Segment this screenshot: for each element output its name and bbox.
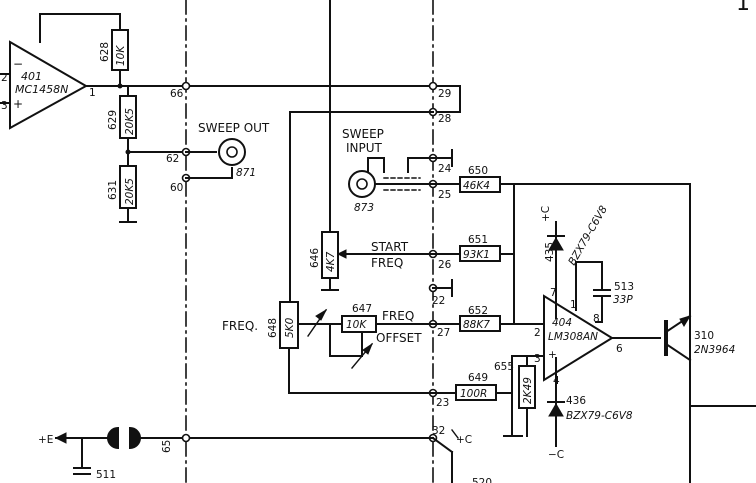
jack-873-ref: 873: [354, 202, 374, 214]
node-32-label: 32: [432, 425, 445, 437]
sweep-input-jack: [348, 170, 376, 198]
node-62-label: 62: [166, 153, 179, 165]
r651-value: 93K1: [463, 249, 490, 261]
node-29: [428, 81, 438, 91]
start-freq-label-1: START: [371, 240, 409, 254]
resistor-r651: 93K1 651: [459, 234, 501, 262]
r652-value: 88K7: [463, 319, 490, 331]
node-66-label: 66: [170, 88, 184, 100]
sweep-input-label-2: INPUT: [346, 141, 383, 155]
r650-ref: 650: [468, 165, 488, 177]
resistor-r655: 2K49 655: [494, 361, 536, 409]
zener-d435: [548, 237, 564, 251]
node-27-label: 27: [437, 327, 450, 339]
node-22-label: 22: [432, 295, 445, 307]
node-60-label: 60: [170, 182, 183, 194]
r631-value: 20K5: [124, 178, 136, 205]
resistor-r652: 88K7 652: [459, 305, 501, 332]
u401-pin2: 2: [1, 72, 8, 84]
sweep-out-jack: [218, 138, 246, 166]
u404-pin8: 8: [593, 313, 600, 325]
r652-ref: 652: [468, 305, 488, 317]
resistor-r647: 10K 647: [341, 303, 377, 333]
zener-d436: [548, 403, 564, 417]
node-66: [181, 81, 191, 91]
u401-pin1: 1: [89, 87, 96, 99]
c513-ref: 513: [614, 281, 634, 293]
d436-ref: 436: [566, 395, 586, 407]
u404-pin1: 1: [570, 299, 577, 311]
r646-ref: 646: [309, 248, 321, 268]
node-29-label: 29: [438, 88, 451, 100]
sweep-input-label-1: SWEEP: [342, 127, 384, 141]
bottom-cut-label: 520: [472, 477, 492, 483]
q310-ref: 310: [694, 330, 714, 342]
d435-ref: 435: [544, 242, 556, 262]
u404-ref: 404: [552, 317, 572, 329]
corner-mark: 1: [736, 0, 750, 16]
r628-ref: 628: [99, 42, 111, 62]
r647-ref: 647: [352, 303, 372, 315]
u401-ref: 401: [21, 70, 42, 83]
resistor-r648: 5K0 648: [267, 301, 299, 349]
r648-ref: 648: [267, 318, 279, 338]
node-24-label: 24: [438, 163, 452, 175]
u401-plus: +: [13, 97, 23, 111]
u404-plus: +: [548, 349, 557, 361]
r629-value: 20K5: [124, 108, 136, 135]
opamp-u404: 404 LM308AN + 2 3 4 6 7 1 8: [534, 287, 623, 387]
resistor-r631: 20K5 631: [107, 165, 137, 209]
freq-offset-label-1: FREQ: [382, 309, 414, 323]
u401-part: MC1458N: [15, 83, 68, 96]
r650-value: 46K4: [463, 180, 490, 192]
r631-ref: 631: [107, 180, 119, 200]
u401-pin3: 3: [1, 100, 8, 112]
d436-value: BZX79-C6V8: [566, 410, 633, 422]
r646-value: 4K7: [325, 251, 337, 272]
d435-value: BZX79-C6V8: [566, 204, 610, 268]
node-26-label: 26: [438, 259, 452, 271]
r629-ref: 629: [107, 110, 119, 130]
r655-value: 2K49: [522, 377, 534, 404]
node-23-label: 23: [436, 397, 449, 409]
node-65: [181, 433, 191, 443]
start-freq-label-2: FREQ: [371, 256, 403, 270]
resistor-r629: 20K5 629: [107, 95, 137, 139]
r655-ref: 655: [494, 361, 514, 373]
u404-pin2: 2: [534, 327, 541, 339]
r628-value: 10K: [115, 45, 127, 66]
u404-pin7: 7: [550, 287, 557, 299]
u401-minus: −: [13, 57, 23, 71]
u404-part: LM308AN: [548, 331, 598, 343]
plus-c-terminal: +C: [456, 434, 472, 446]
resistor-r650: 46K4 650: [459, 165, 501, 193]
plus-c-top: +C: [540, 206, 552, 222]
freq-offset-label-2: OFFSET: [376, 331, 422, 345]
opamp-u401: − + 2 3 401 MC1458N 1: [0, 40, 121, 130]
node-28-label: 28: [438, 113, 451, 125]
r648-value: 5K0: [284, 317, 296, 338]
potentiometer-r646: 4K7 646: [309, 231, 339, 279]
node-65-label: 65: [161, 440, 173, 453]
c511-ref: 511: [96, 469, 116, 481]
connector-plug: [107, 426, 141, 450]
node-25-label: 25: [438, 189, 451, 201]
plus-e-label: +E: [38, 434, 53, 446]
resistor-r649: 100R 649: [455, 372, 497, 401]
r649-value: 100R: [460, 388, 487, 400]
u404-pin3: 3: [534, 353, 541, 365]
minus-c-label: −C: [548, 449, 564, 461]
r649-ref: 649: [468, 372, 488, 384]
sweep-out-label: SWEEP OUT: [198, 121, 270, 135]
resistor-r628: 10K 628: [99, 29, 129, 71]
jack-871-ref: 871: [236, 167, 256, 179]
c513-value: 33P: [613, 294, 633, 306]
freq-left-label: FREQ.: [222, 319, 258, 333]
q310-part: 2N3964: [694, 344, 735, 356]
transistor-q310: [664, 314, 692, 362]
r647-value: 10K: [346, 319, 367, 331]
r651-ref: 651: [468, 234, 488, 246]
u404-pin6: 6: [616, 343, 623, 355]
